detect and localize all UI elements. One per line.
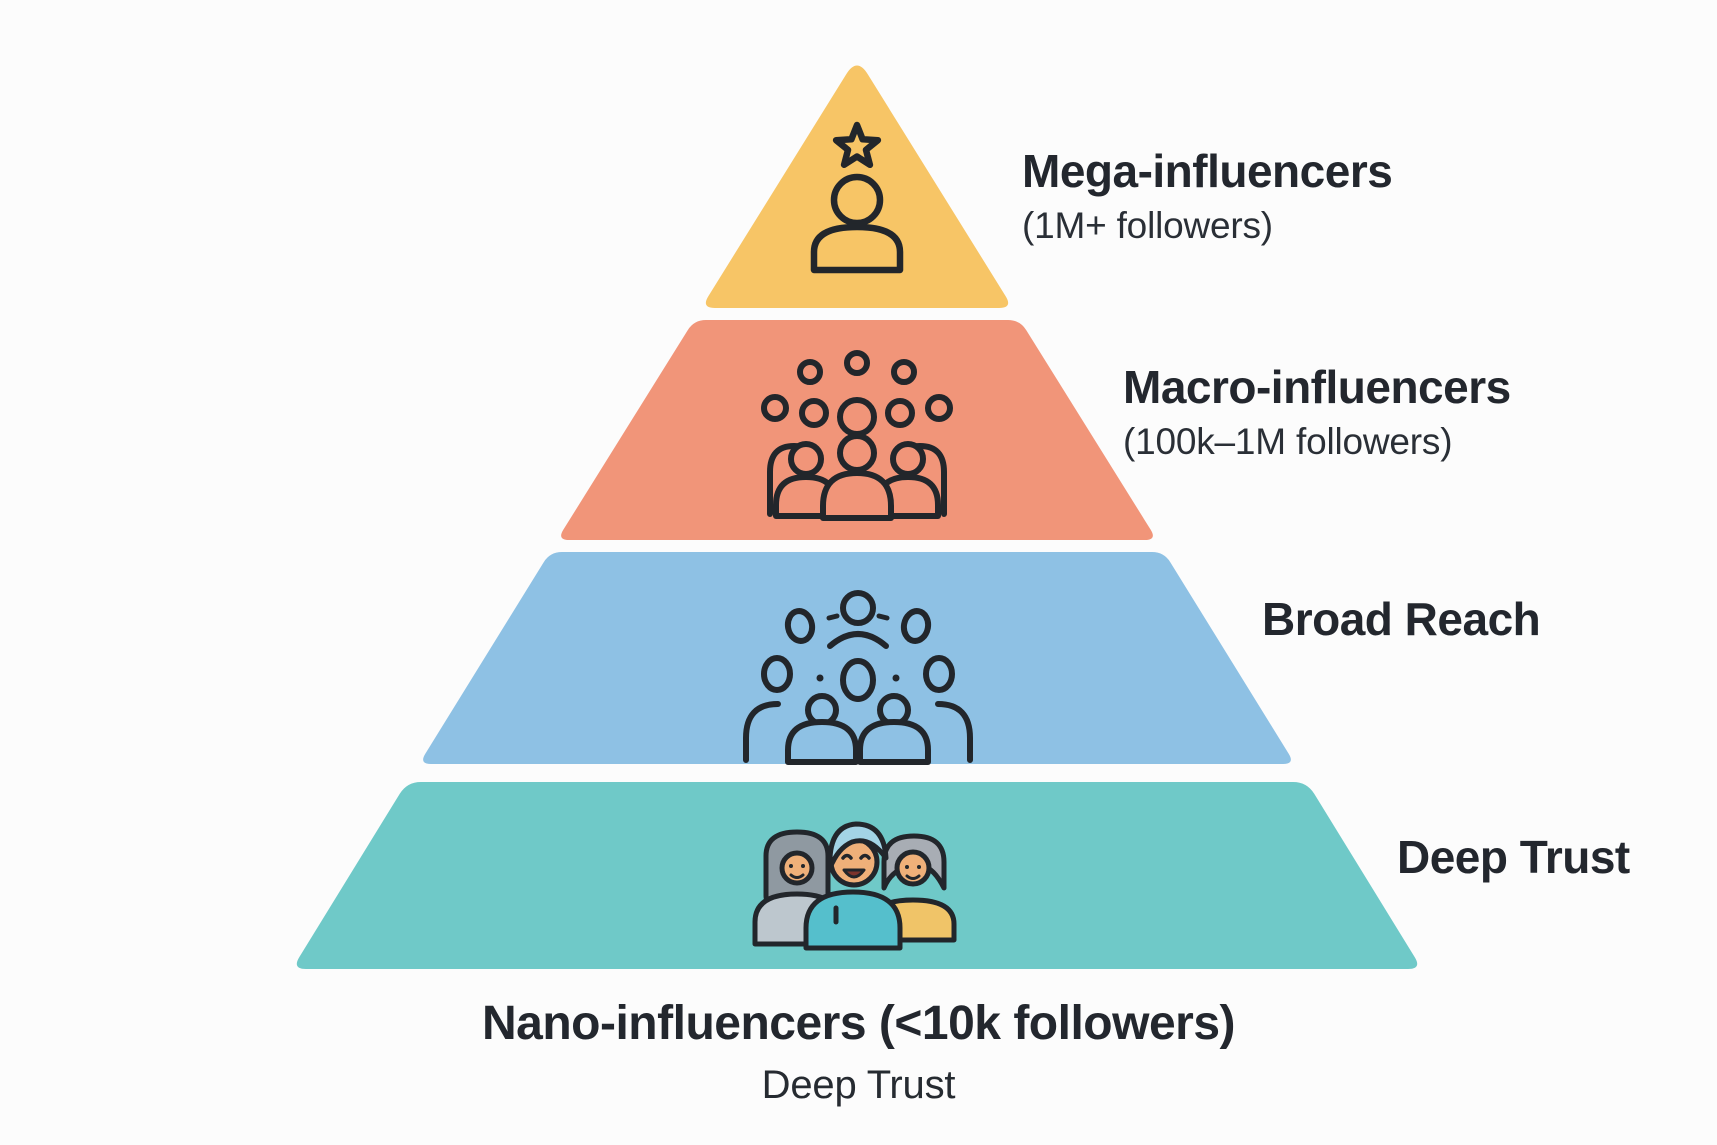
right-person-eye <box>917 865 921 869</box>
middle-person-hair <box>827 821 889 871</box>
person-head <box>830 173 884 227</box>
network-front-torso <box>857 719 931 765</box>
tier-broad-reach-label-group: Broad Reach <box>1262 593 1541 646</box>
connection-dash <box>876 613 890 621</box>
crowd-head <box>761 394 789 422</box>
footer-caption: Nano-influencers (<10k followers) Deep T… <box>0 997 1717 1107</box>
tier-deep-trust-title: Deep Trust <box>1397 831 1630 883</box>
network-head <box>784 608 816 644</box>
network-head <box>840 590 876 626</box>
crowd-icon <box>761 350 953 521</box>
crowd-front-head <box>890 441 926 477</box>
footer-subtitle: Deep Trust <box>761 1062 956 1107</box>
connection-dot <box>892 674 900 682</box>
tier-mega-subtitle: (1M+ followers) <box>1022 204 1273 246</box>
tier-macro-subtitle: (100k–1M followers) <box>1123 420 1453 462</box>
community-people-icon <box>752 821 957 951</box>
tier-mega-title: Mega-influencers <box>1022 145 1393 197</box>
network-shoulder <box>743 701 781 763</box>
connection-dash <box>826 613 840 621</box>
crowd-head <box>844 350 870 376</box>
crowd-head <box>797 359 823 385</box>
network-head <box>923 655 955 693</box>
star-icon <box>832 121 882 169</box>
middle-person-body <box>803 889 903 951</box>
middle-person-eye <box>841 853 853 860</box>
person-torso <box>810 223 904 274</box>
network-group-icon <box>743 590 973 765</box>
tier-mega-shape <box>705 65 1009 308</box>
right-person-face <box>894 849 932 887</box>
left-person-eye <box>801 864 805 868</box>
tier-macro-shape <box>561 320 1153 540</box>
network-shoulder <box>827 631 889 649</box>
connection-dot <box>816 674 824 682</box>
left-person-eye <box>789 864 793 868</box>
crowd-head <box>891 359 917 385</box>
right-person-eye <box>905 865 909 869</box>
crowd-head <box>799 398 829 428</box>
network-front-torso <box>785 719 859 765</box>
tier-broad-reach-title: Broad Reach <box>1262 593 1541 645</box>
tier-deep-trust-label-group: Deep Trust <box>1397 831 1630 884</box>
tier-macro-label-group: Macro-influencers (100k–1M followers) <box>1123 361 1511 462</box>
star-person-icon <box>810 121 904 274</box>
tier-broad-reach-shape <box>423 552 1291 764</box>
middle-person-mouth <box>842 868 866 879</box>
crowd-head <box>925 394 953 422</box>
crowd-front-head <box>788 441 824 477</box>
middle-person-eye <box>859 853 871 860</box>
crowd-front-head <box>837 433 877 473</box>
network-head <box>761 655 793 693</box>
tier-mega-label-group: Mega-influencers (1M+ followers) <box>1022 145 1393 246</box>
footer-title: Nano-influencers (<10k followers) <box>481 997 1236 1050</box>
tier-macro-title: Macro-influencers <box>1123 361 1511 413</box>
crowd-front-torso <box>820 470 894 521</box>
left-person-smile <box>789 873 805 879</box>
network-head <box>900 608 932 644</box>
crowd-head <box>885 398 915 428</box>
right-person-smile <box>905 874 921 880</box>
left-person-face <box>779 850 815 886</box>
network-shoulder <box>935 701 973 763</box>
network-head <box>840 658 876 702</box>
